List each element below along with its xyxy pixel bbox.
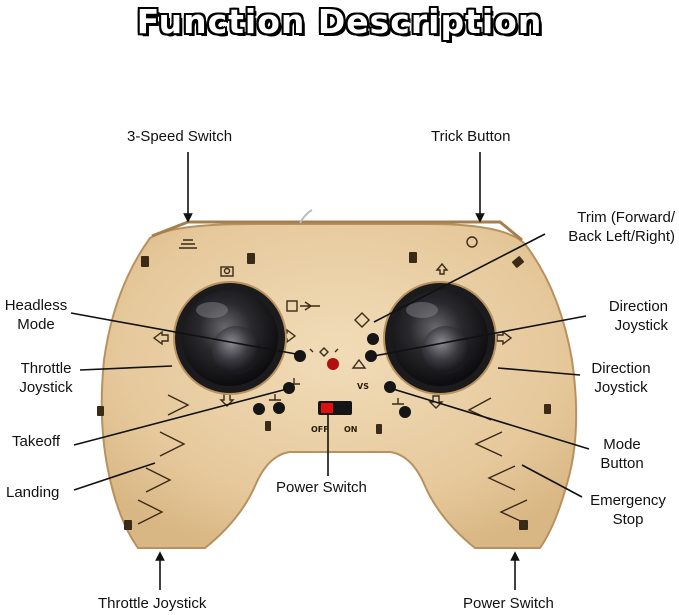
vs-label: VS — [357, 382, 369, 391]
controller-slots — [97, 252, 551, 530]
label-trick-button: Trick Button — [431, 128, 511, 145]
label-throttle-left-line1: Throttle — [20, 360, 72, 377]
label-power-switch-bottom: Power Switch — [463, 595, 554, 612]
label-trim-line2: Back Left/Right) — [568, 228, 675, 245]
label-power-switch-center: Power Switch — [276, 479, 367, 496]
engraved-icons — [137, 236, 528, 525]
label-headless-line2: Mode — [17, 316, 55, 333]
label-direction-joystick-upper: Direction Joystick — [560, 297, 668, 335]
page-title: Function Description — [136, 2, 543, 41]
label-trim-line1: Trim (Forward/ — [577, 209, 675, 226]
right-joystick — [383, 281, 497, 395]
label-headless-mode: Headless Mode — [0, 296, 72, 334]
label-throttle-joystick-bottom: Throttle Joystick — [98, 595, 207, 612]
label-direction-upper-line2: Joystick — [614, 317, 668, 334]
label-mode-line1: Mode — [603, 436, 641, 453]
controller-buttons — [253, 333, 411, 418]
label-direction-joystick-lower: Direction Joystick — [572, 359, 670, 397]
label-direction-lower-line2: Joystick — [594, 379, 648, 396]
controller-body — [100, 209, 578, 549]
leader-lines — [70, 152, 590, 590]
label-trim: Trim (Forward/ Back Left/Right) — [510, 208, 675, 246]
label-direction-lower-line1: Direction — [591, 360, 651, 377]
power-switch: OFF ON VS — [311, 382, 369, 434]
label-emergency-line2: Stop — [612, 511, 644, 528]
label-emergency-stop: Emergency Stop — [578, 491, 678, 529]
label-mode-line2: Button — [600, 455, 644, 472]
label-direction-upper-line1: Direction — [608, 298, 668, 315]
label-3-speed-switch: 3-Speed Switch — [127, 128, 233, 145]
label-takeoff: Takeoff — [12, 433, 61, 450]
label-landing: Landing — [6, 484, 60, 501]
label-throttle-joystick-left: Throttle Joystick — [6, 359, 86, 397]
label-headless-line1: Headless — [4, 297, 68, 314]
label-throttle-left-line2: Joystick — [19, 379, 73, 396]
label-emergency-line1: Emergency — [590, 492, 666, 509]
switch-on-label: ON — [344, 425, 358, 434]
label-mode-button: Mode Button — [586, 435, 658, 473]
left-joystick — [173, 281, 287, 395]
switch-off-label: OFF — [311, 425, 329, 434]
